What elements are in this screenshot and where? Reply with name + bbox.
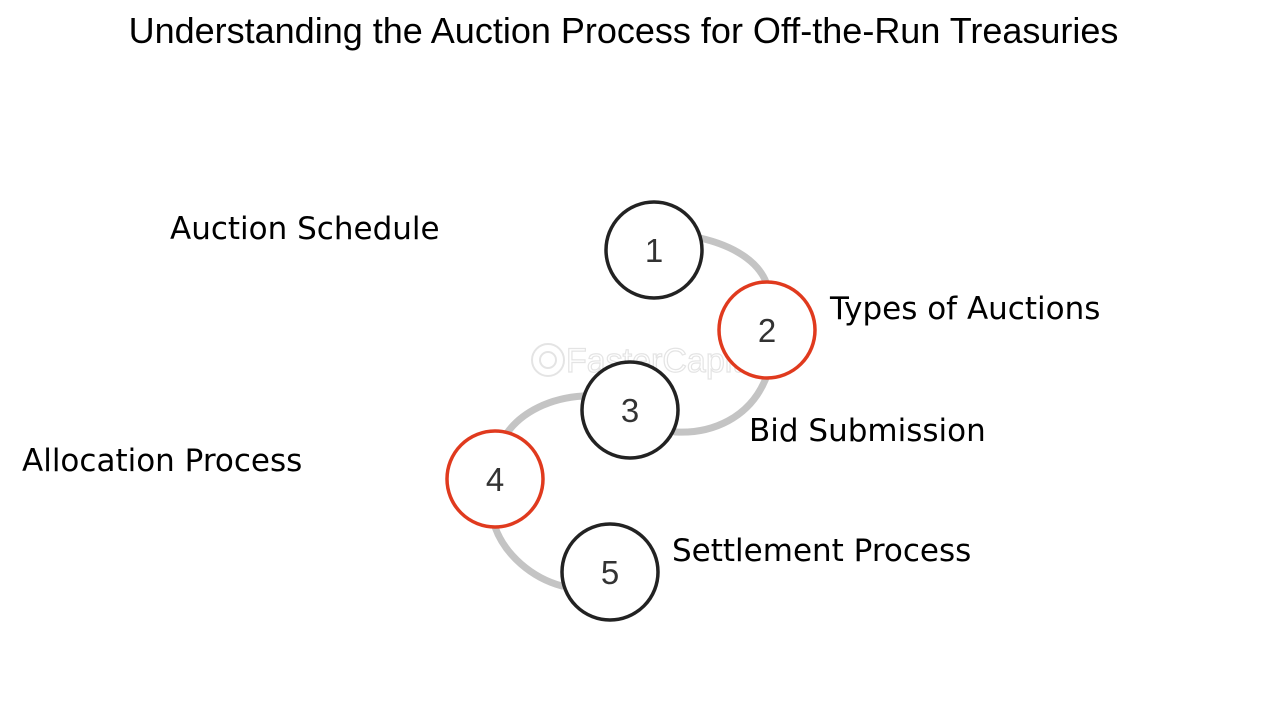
step-3: 3 Bid Submission [580, 360, 986, 460]
step-4-label: Allocation Process [22, 443, 302, 479]
step-5-circle [560, 522, 660, 622]
step-3-number: 3 [621, 392, 639, 429]
diagram-title: Understanding the Auction Process for Of… [128, 10, 1119, 51]
step-1-label: Auction Schedule [170, 211, 440, 247]
connectors [491, 234, 770, 590]
step-2-circle [717, 280, 817, 380]
watermark-logo-inner-icon [539, 351, 557, 369]
step-2-label: Types of Auctions [829, 291, 1100, 327]
step-3-circle [580, 360, 680, 460]
connector-2-3 [671, 374, 770, 436]
step-2-number: 2 [758, 312, 776, 349]
connector-1-2 [696, 234, 770, 286]
step-5-number: 5 [601, 554, 619, 591]
step-1: 1 Auction Schedule [170, 200, 704, 300]
step-1-number: 1 [645, 232, 663, 269]
watermark-logo-icon [531, 343, 565, 377]
step-3-label: Bid Submission [749, 413, 986, 449]
step-4-circle [445, 429, 545, 529]
connector-3-4 [503, 392, 587, 437]
step-4-number: 4 [486, 461, 504, 498]
step-2: 2 Types of Auctions [717, 280, 1100, 380]
step-4: 4 Allocation Process [22, 429, 545, 529]
step-5-label: Settlement Process [672, 533, 971, 569]
connector-4-5 [491, 523, 566, 590]
step-5: 5 Settlement Process [560, 522, 971, 622]
step-1-circle [604, 200, 704, 300]
